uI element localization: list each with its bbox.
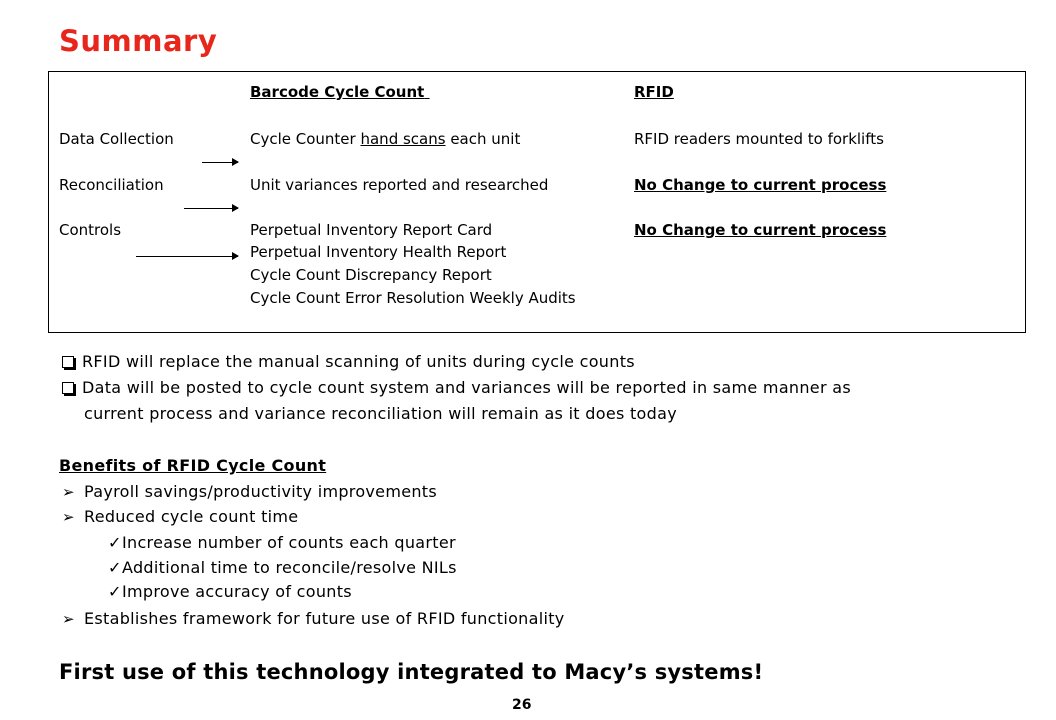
barcode-controls-4: Cycle Count Error Resolution Weekly Audi… bbox=[250, 289, 576, 307]
barcode-data-collection: Cycle Counter hand scans each unit bbox=[250, 130, 521, 148]
arrow-bullet-icon: ➢ bbox=[62, 508, 75, 526]
list-item: ✓Additional time to reconcile/resolve NI… bbox=[108, 558, 457, 577]
benefits-heading: Benefits of RFID Cycle Count bbox=[59, 456, 327, 475]
arrow-right-icon bbox=[202, 158, 239, 166]
list-item: ✓Increase number of counts each quarter bbox=[108, 533, 456, 552]
list-item-continuation: current process and variance reconciliat… bbox=[84, 404, 677, 423]
check-icon: ✓ bbox=[108, 558, 122, 577]
barcode-controls-3: Cycle Count Discrepancy Report bbox=[250, 266, 492, 284]
page-number: 26 bbox=[512, 697, 532, 713]
list-item: RFID will replace the manual scanning of… bbox=[62, 352, 635, 372]
list-item: ➢Establishes framework for future use of… bbox=[62, 609, 565, 628]
header-rfid: RFID bbox=[634, 83, 674, 101]
list-item: ✓Improve accuracy of counts bbox=[108, 582, 352, 601]
rfid-data-collection: RFID readers mounted to forklifts bbox=[634, 130, 884, 148]
check-icon: ✓ bbox=[108, 582, 122, 601]
comparison-table bbox=[48, 71, 1026, 333]
rfid-reconciliation: No Change to current process bbox=[634, 176, 887, 194]
barcode-controls-2: Perpetual Inventory Health Report bbox=[250, 243, 507, 261]
header-barcode: Barcode Cycle Count bbox=[250, 83, 425, 101]
list-item: ➢Reduced cycle count time bbox=[62, 507, 299, 526]
barcode-reconciliation: Unit variances reported and researched bbox=[250, 176, 549, 194]
list-item: Data will be posted to cycle count syste… bbox=[62, 378, 851, 398]
page-title: Summary bbox=[59, 24, 218, 58]
arrow-right-icon bbox=[136, 252, 239, 260]
arrow-right-icon bbox=[184, 204, 239, 212]
list-item: ➢Payroll savings/productivity improvemen… bbox=[62, 482, 437, 501]
rfid-controls: No Change to current process bbox=[634, 221, 887, 239]
row-label-controls: Controls bbox=[59, 221, 122, 239]
arrow-bullet-icon: ➢ bbox=[62, 483, 75, 501]
check-icon: ✓ bbox=[108, 533, 122, 552]
row-label-reconciliation: Reconciliation bbox=[59, 176, 164, 194]
checkbox-bullet-icon bbox=[62, 382, 74, 394]
row-label-data-collection: Data Collection bbox=[59, 130, 174, 148]
final-statement: First use of this technology integrated … bbox=[59, 660, 764, 684]
checkbox-bullet-icon bbox=[62, 356, 74, 368]
arrow-bullet-icon: ➢ bbox=[62, 610, 75, 628]
barcode-controls-1: Perpetual Inventory Report Card bbox=[250, 221, 493, 239]
